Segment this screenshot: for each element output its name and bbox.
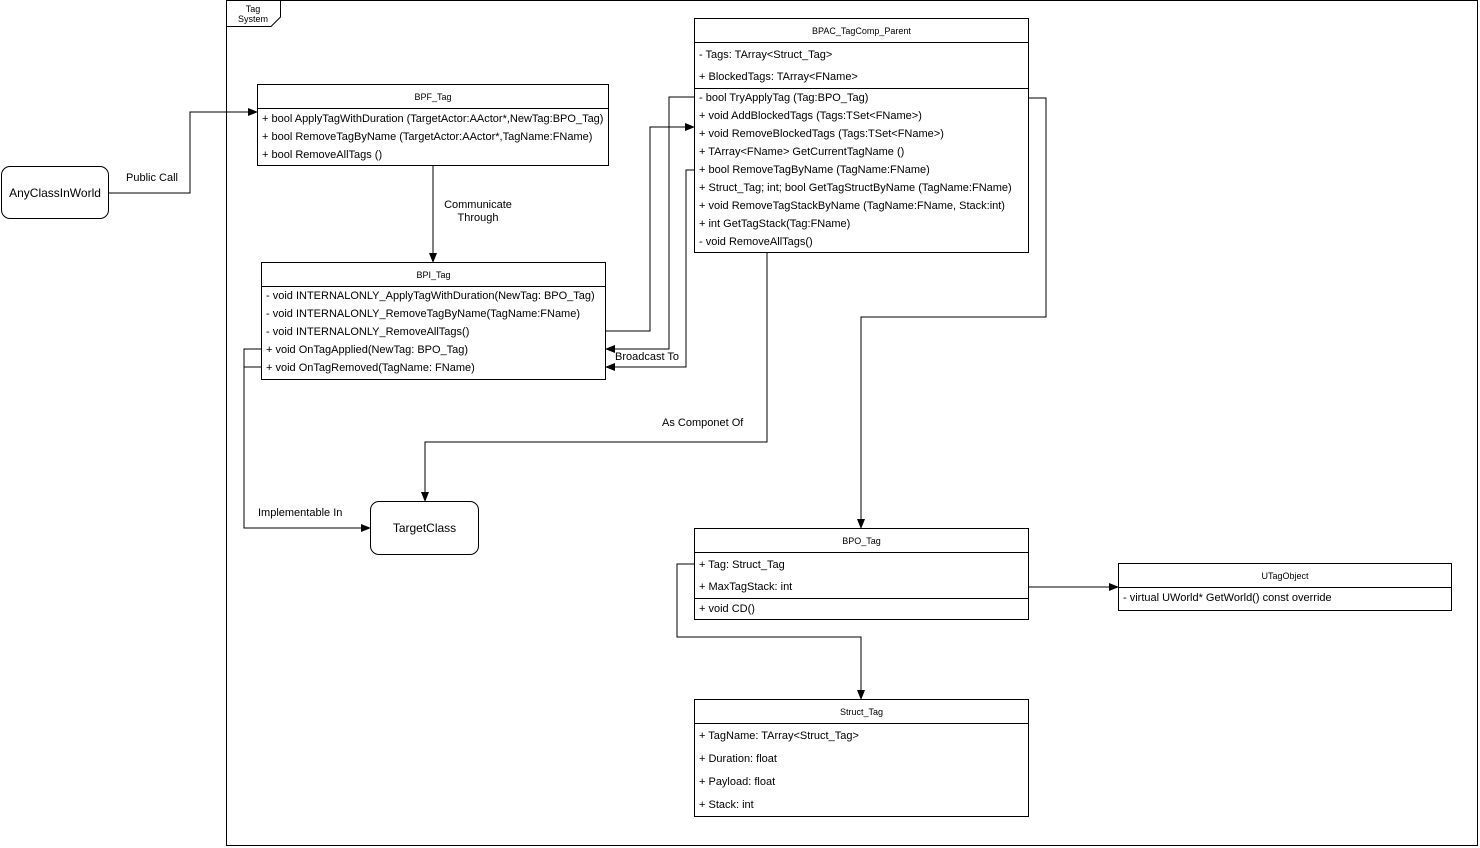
method-row: + void OnTagApplied(NewTag: BPO_Tag) xyxy=(266,344,469,356)
frame-label-line2: System xyxy=(237,14,268,24)
edge-bpac-broadcast-2 xyxy=(605,169,694,371)
edge-implementable xyxy=(243,348,371,532)
class-bpac-tagcomp-parent[interactable]: BPAC_TagComp_Parent - Tags: TArray<Struc… xyxy=(694,18,1029,253)
method-row: + void CD() xyxy=(699,603,755,615)
attributes-section: - Tags: TArray<Struct_Tag> + BlockedTags… xyxy=(695,43,1028,89)
attribute-row: + Payload: float xyxy=(699,775,776,788)
method-row: + bool RemoveAllTags () xyxy=(262,149,383,161)
target-class-label: TargetClass xyxy=(392,521,457,535)
class-utagobject[interactable]: UTagObject - virtual UWorld* GetWorld() … xyxy=(1118,563,1452,611)
attribute-row: + Stack: int xyxy=(699,798,754,811)
methods-section: - bool TryApplyTag (Tag:BPO_Tag) + void … xyxy=(695,89,1028,251)
attribute-row: - Tags: TArray<Struct_Tag> xyxy=(699,48,833,61)
method-row: - void RemoveAllTags() xyxy=(699,236,813,248)
class-title: UTagObject xyxy=(1119,564,1451,588)
method-row: + TArray<FName> GetCurrentTagName () xyxy=(699,146,905,158)
method-row: + bool RemoveTagByName (TargetActor:AAct… xyxy=(262,131,593,143)
class-bpo-tag[interactable]: BPO_Tag + Tag: Struct_Tag + MaxTagStack:… xyxy=(694,528,1029,620)
any-class-in-world[interactable]: AnyClassInWorld xyxy=(1,166,109,219)
method-row: + bool RemoveTagByName (TagName:FName) xyxy=(699,164,930,176)
attribute-row: + Duration: float xyxy=(699,752,777,765)
class-title: BPAC_TagComp_Parent xyxy=(695,19,1028,43)
methods-section: + bool ApplyTagWithDuration (TargetActor… xyxy=(258,109,608,164)
methods-section: - virtual UWorld* GetWorld() const overr… xyxy=(1119,588,1451,608)
attribute-row: + TagName: TArray<Struct_Tag> xyxy=(699,729,859,742)
frame-tab: Tag System xyxy=(227,1,281,27)
method-row: + void RemoveTagStackByName (TagName:FNa… xyxy=(699,200,1005,212)
method-row: + int GetTagStack(Tag:FName) xyxy=(699,218,851,230)
label-broadcast-to: Broadcast To xyxy=(615,351,680,364)
class-title: BPI_Tag xyxy=(262,263,605,287)
attribute-row: + MaxTagStack: int xyxy=(699,581,793,593)
frame-label: Tag System xyxy=(227,4,279,24)
tag-system-frame: Tag System xyxy=(226,0,1478,846)
edge-bpi-to-bpac-1 xyxy=(605,123,695,332)
edge-as-component xyxy=(421,253,768,502)
class-bpf-tag[interactable]: BPF_Tag + bool ApplyTagWithDuration (Tar… xyxy=(257,84,609,166)
method-row: + void RemoveBlockedTags (Tags:TSet<FNam… xyxy=(699,128,944,140)
edge-bpo-to-struct xyxy=(676,563,865,700)
label-implementable-in: Implementable In xyxy=(258,507,343,520)
label-public-call: Public Call xyxy=(126,172,178,185)
method-row: + Struct_Tag; int; bool GetTagStructByNa… xyxy=(699,182,1012,194)
edge-bpac-to-bpo xyxy=(857,97,1047,529)
method-row: + bool ApplyTagWithDuration (TargetActor… xyxy=(262,113,604,125)
label-as-component-of: As Componet Of xyxy=(662,417,744,430)
label-communicate-line2: Through xyxy=(457,212,499,224)
attribute-row: + BlockedTags: TArray<FName> xyxy=(699,71,858,83)
method-row: - void INTERNALONLY_ApplyTagWithDuration… xyxy=(266,290,595,302)
target-class[interactable]: TargetClass xyxy=(370,501,479,555)
methods-section: - void INTERNALONLY_ApplyTagWithDuration… xyxy=(262,287,605,377)
class-struct-tag[interactable]: Struct_Tag + TagName: TArray<Struct_Tag>… xyxy=(694,699,1029,817)
method-row: - void INTERNALONLY_RemoveTagByName(TagN… xyxy=(266,308,581,320)
class-title: BPF_Tag xyxy=(258,85,608,109)
edge-public-call xyxy=(108,108,258,194)
class-title: Struct_Tag xyxy=(695,700,1028,724)
method-row: + void AddBlockedTags (Tags:TSet<FName>) xyxy=(699,110,922,122)
any-class-label: AnyClassInWorld xyxy=(9,185,101,200)
attribute-row: + Tag: Struct_Tag xyxy=(699,558,785,571)
attributes-section: + TagName: TArray<Struct_Tag> + Duration… xyxy=(695,724,1028,816)
method-row: - bool TryApplyTag (Tag:BPO_Tag) xyxy=(699,92,869,104)
methods-section: + void CD() xyxy=(695,599,1028,619)
method-row: + void OnTagRemoved(TagName: FName) xyxy=(266,362,475,374)
method-row: - void INTERNALONLY_RemoveAllTags() xyxy=(266,326,470,338)
class-bpi-tag[interactable]: BPI_Tag - void INTERNALONLY_ApplyTagWith… xyxy=(261,262,606,380)
label-communicate-line1: Communicate xyxy=(444,199,512,211)
frame-label-line1: Tag xyxy=(245,4,261,14)
label-communicate-through: Communicate Through xyxy=(440,199,516,225)
method-row: - virtual UWorld* GetWorld() const overr… xyxy=(1123,592,1332,604)
attributes-section: + Tag: Struct_Tag + MaxTagStack: int xyxy=(695,553,1028,599)
edge-bpac-broadcast-1 xyxy=(605,96,694,353)
class-title: BPO_Tag xyxy=(695,529,1028,553)
